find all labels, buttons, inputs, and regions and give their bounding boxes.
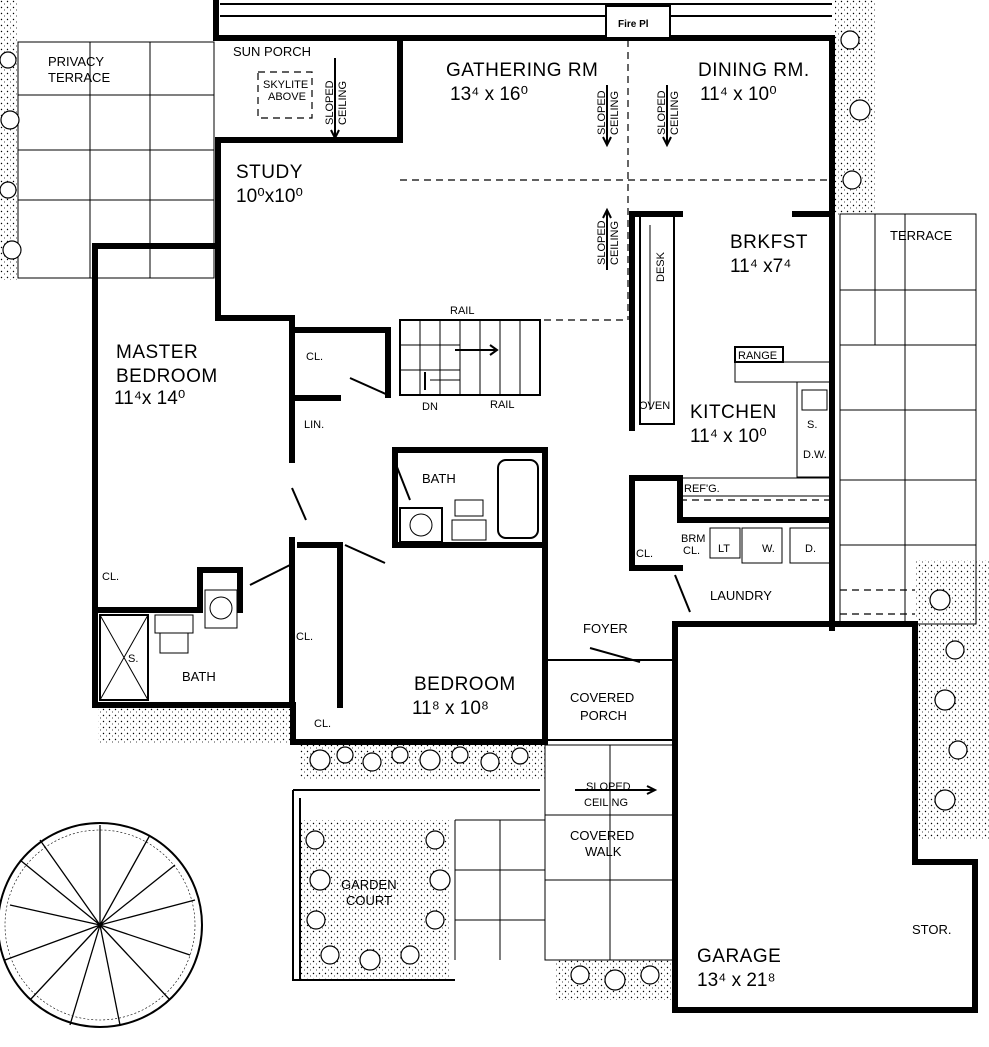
rail-top-label: RAIL [450, 305, 474, 317]
oven-label: OVEN [639, 400, 670, 412]
closet-master-label: CL. [102, 571, 119, 583]
gathering-label: GATHERING RM [446, 60, 598, 81]
study-dim: 10⁰x10⁰ [236, 186, 303, 207]
dining-sloped-2: CEILING [669, 91, 681, 135]
desk-label: DESK [655, 251, 667, 282]
garage-label: GARAGE [697, 946, 781, 967]
living-sloped-2: CEILING [609, 221, 621, 265]
linen-label: LIN. [304, 419, 324, 431]
covered-porch-label-1: COVERED [570, 690, 634, 705]
shower-label: S. [128, 653, 138, 665]
tree-symbol [0, 822, 203, 1028]
storage-label: STOR. [912, 922, 952, 937]
labels: PRIVACY TERRACE SUN PORCH SKYLITE ABOVE … [48, 19, 952, 991]
closet-label-1: CL. [306, 351, 323, 363]
exterior-walls [92, 0, 978, 1013]
covered-walk-label-2: WALK [585, 844, 622, 859]
planting-strip [98, 705, 293, 743]
dining-dim: 11⁴ x 10⁰ [700, 84, 777, 105]
gathering-sloped-2: CEILING [609, 91, 621, 135]
kitchen-label: KITCHEN [690, 402, 777, 423]
refrigerator-label: REF'G. [684, 483, 720, 495]
laundry-tub-label: LT [718, 543, 730, 555]
kitchen-counters [639, 215, 833, 564]
bath-master-label: BATH [182, 669, 216, 684]
master-label-1: MASTER [116, 342, 198, 363]
broom-closet-label: CL. [683, 545, 700, 557]
range-label: RANGE [738, 350, 777, 362]
walk-sloped-1: SLOPED [586, 781, 631, 793]
master-label-2: BEDROOM [116, 366, 218, 387]
door-swings [249, 377, 691, 663]
privacy-terrace [0, 0, 215, 280]
foyer-label: FOYER [583, 621, 628, 636]
garden-court-label-1: GARDEN [341, 877, 397, 892]
laundry-label: LAUNDRY [710, 588, 772, 603]
rail-bottom-label: RAIL [490, 399, 514, 411]
sun-porch-sloped-2: CEILING [337, 81, 349, 125]
closet-foyer-label: CL. [636, 548, 653, 560]
study-label: STUDY [236, 162, 303, 183]
master-dim: 11⁴x 14⁰ [114, 388, 185, 409]
gathering-sloped-1: SLOPED [596, 90, 608, 135]
closet-hall-label: CL. [296, 631, 313, 643]
covered-walk-label-1: COVERED [570, 828, 634, 843]
garage-dim: 13⁴ x 21⁸ [697, 970, 776, 991]
brkfst-dim: 11⁴ x7⁴ [730, 256, 791, 277]
bedroom-label: BEDROOM [414, 674, 516, 695]
slope-arrows [330, 58, 672, 795]
bedroom-dim: 11⁸ x 10⁸ [412, 698, 489, 719]
living-sloped-1: SLOPED [596, 220, 608, 265]
dining-sloped-1: SLOPED [656, 90, 668, 135]
gathering-dim: 13⁴ x 16⁰ [450, 84, 528, 105]
bath-hall-label: BATH [422, 471, 456, 486]
skylite-label-1: SKYLITE [263, 79, 308, 91]
bath-fixtures [99, 459, 539, 701]
sun-porch-label: SUN PORCH [233, 44, 311, 59]
sun-porch-sloped-1: SLOPED [324, 80, 336, 125]
sink-label: S. [807, 419, 817, 431]
walk-sloped-2: CEILING [584, 797, 628, 809]
garden-court-label-2: COURT [346, 893, 392, 908]
shrub-clusters [0, 30, 968, 991]
dishwasher-label: D.W. [803, 449, 827, 461]
dining-label: DINING RM. [698, 60, 810, 81]
terrace-east [835, 0, 977, 625]
closet-bed-label: CL. [314, 718, 331, 730]
privacy-terrace-label-2: TERRACE [48, 70, 110, 85]
washer-label: W. [762, 543, 775, 555]
dn-label: DN [422, 401, 438, 413]
stair [399, 319, 541, 396]
fireplace-label: Fire Pl [618, 19, 649, 30]
covered-porch-label-2: PORCH [580, 708, 627, 723]
broom-label: BRM [681, 533, 705, 545]
kitchen-dim: 11⁴ x 10⁰ [690, 426, 767, 447]
privacy-terrace-label-1: PRIVACY [48, 54, 104, 69]
skylite-label-2: ABOVE [268, 91, 306, 103]
dryer-label: D. [805, 543, 816, 555]
brkfst-label: BRKFST [730, 232, 808, 253]
terrace-label: TERRACE [890, 228, 952, 243]
